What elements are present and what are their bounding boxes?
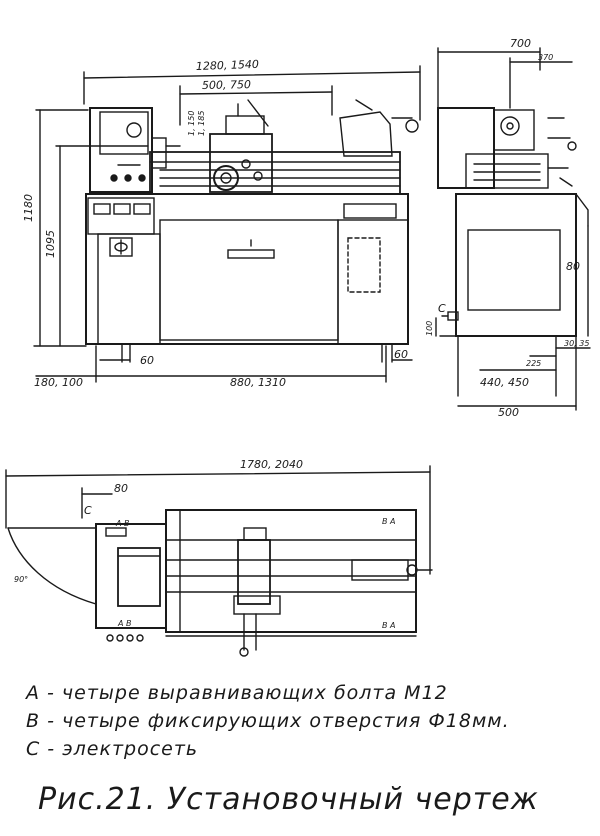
legend-item-a: А - четыре выравнивающих болта М12 (26, 682, 448, 704)
plan-marks-ab-bottom: A B (117, 619, 132, 628)
plan-angle: 90° (14, 575, 28, 584)
plan-dim-80: 80 (114, 482, 128, 495)
side-dim-30-35: 30, 35 (564, 339, 589, 348)
front-foot-spacing: 880, 1310 (230, 376, 286, 389)
front-overall-width: 1280, 1540 (196, 58, 259, 73)
plan-marks-ba-bottom: B A (382, 621, 396, 630)
side-dim-80: 80 (566, 260, 580, 273)
front-view (33, 65, 421, 383)
front-spindle-distance: 500, 750 (202, 78, 251, 92)
front-overhang-left: 180, 100 (34, 376, 83, 389)
side-height-c: 100 (425, 321, 434, 336)
side-mark-c: C (438, 302, 446, 315)
front-small-dim-1: 1, 150 (187, 111, 196, 136)
plan-view (5, 465, 433, 657)
plan-overall-length: 1780, 2040 (240, 458, 303, 471)
front-offset-left: 60 (140, 354, 154, 367)
side-depth-overall: 700 (510, 37, 531, 50)
side-base-width: 500 (498, 406, 519, 419)
figure-caption: Рис.21. Установочный чертеж (38, 782, 539, 817)
legend-item-b: В - четыре фиксирующих отверстия Ф18мм. (26, 710, 510, 732)
front-small-dim-2: 1, 185 (197, 111, 206, 136)
plan-marks-ba-top: B A (382, 517, 396, 526)
side-offset-top: 370 (538, 53, 553, 62)
front-offset-right: 60 (394, 348, 408, 361)
front-height-overall: 1180 (22, 194, 35, 222)
side-base-dims: 440, 450 (480, 376, 529, 389)
side-dim-225: 225 (526, 359, 541, 368)
legend-item-c: С - электросеть (26, 738, 199, 760)
front-height-spindle: 1095 (44, 230, 57, 258)
plan-mark-c: C (84, 504, 92, 517)
plan-marks-ab: A B (115, 519, 130, 528)
side-view (435, 47, 591, 411)
